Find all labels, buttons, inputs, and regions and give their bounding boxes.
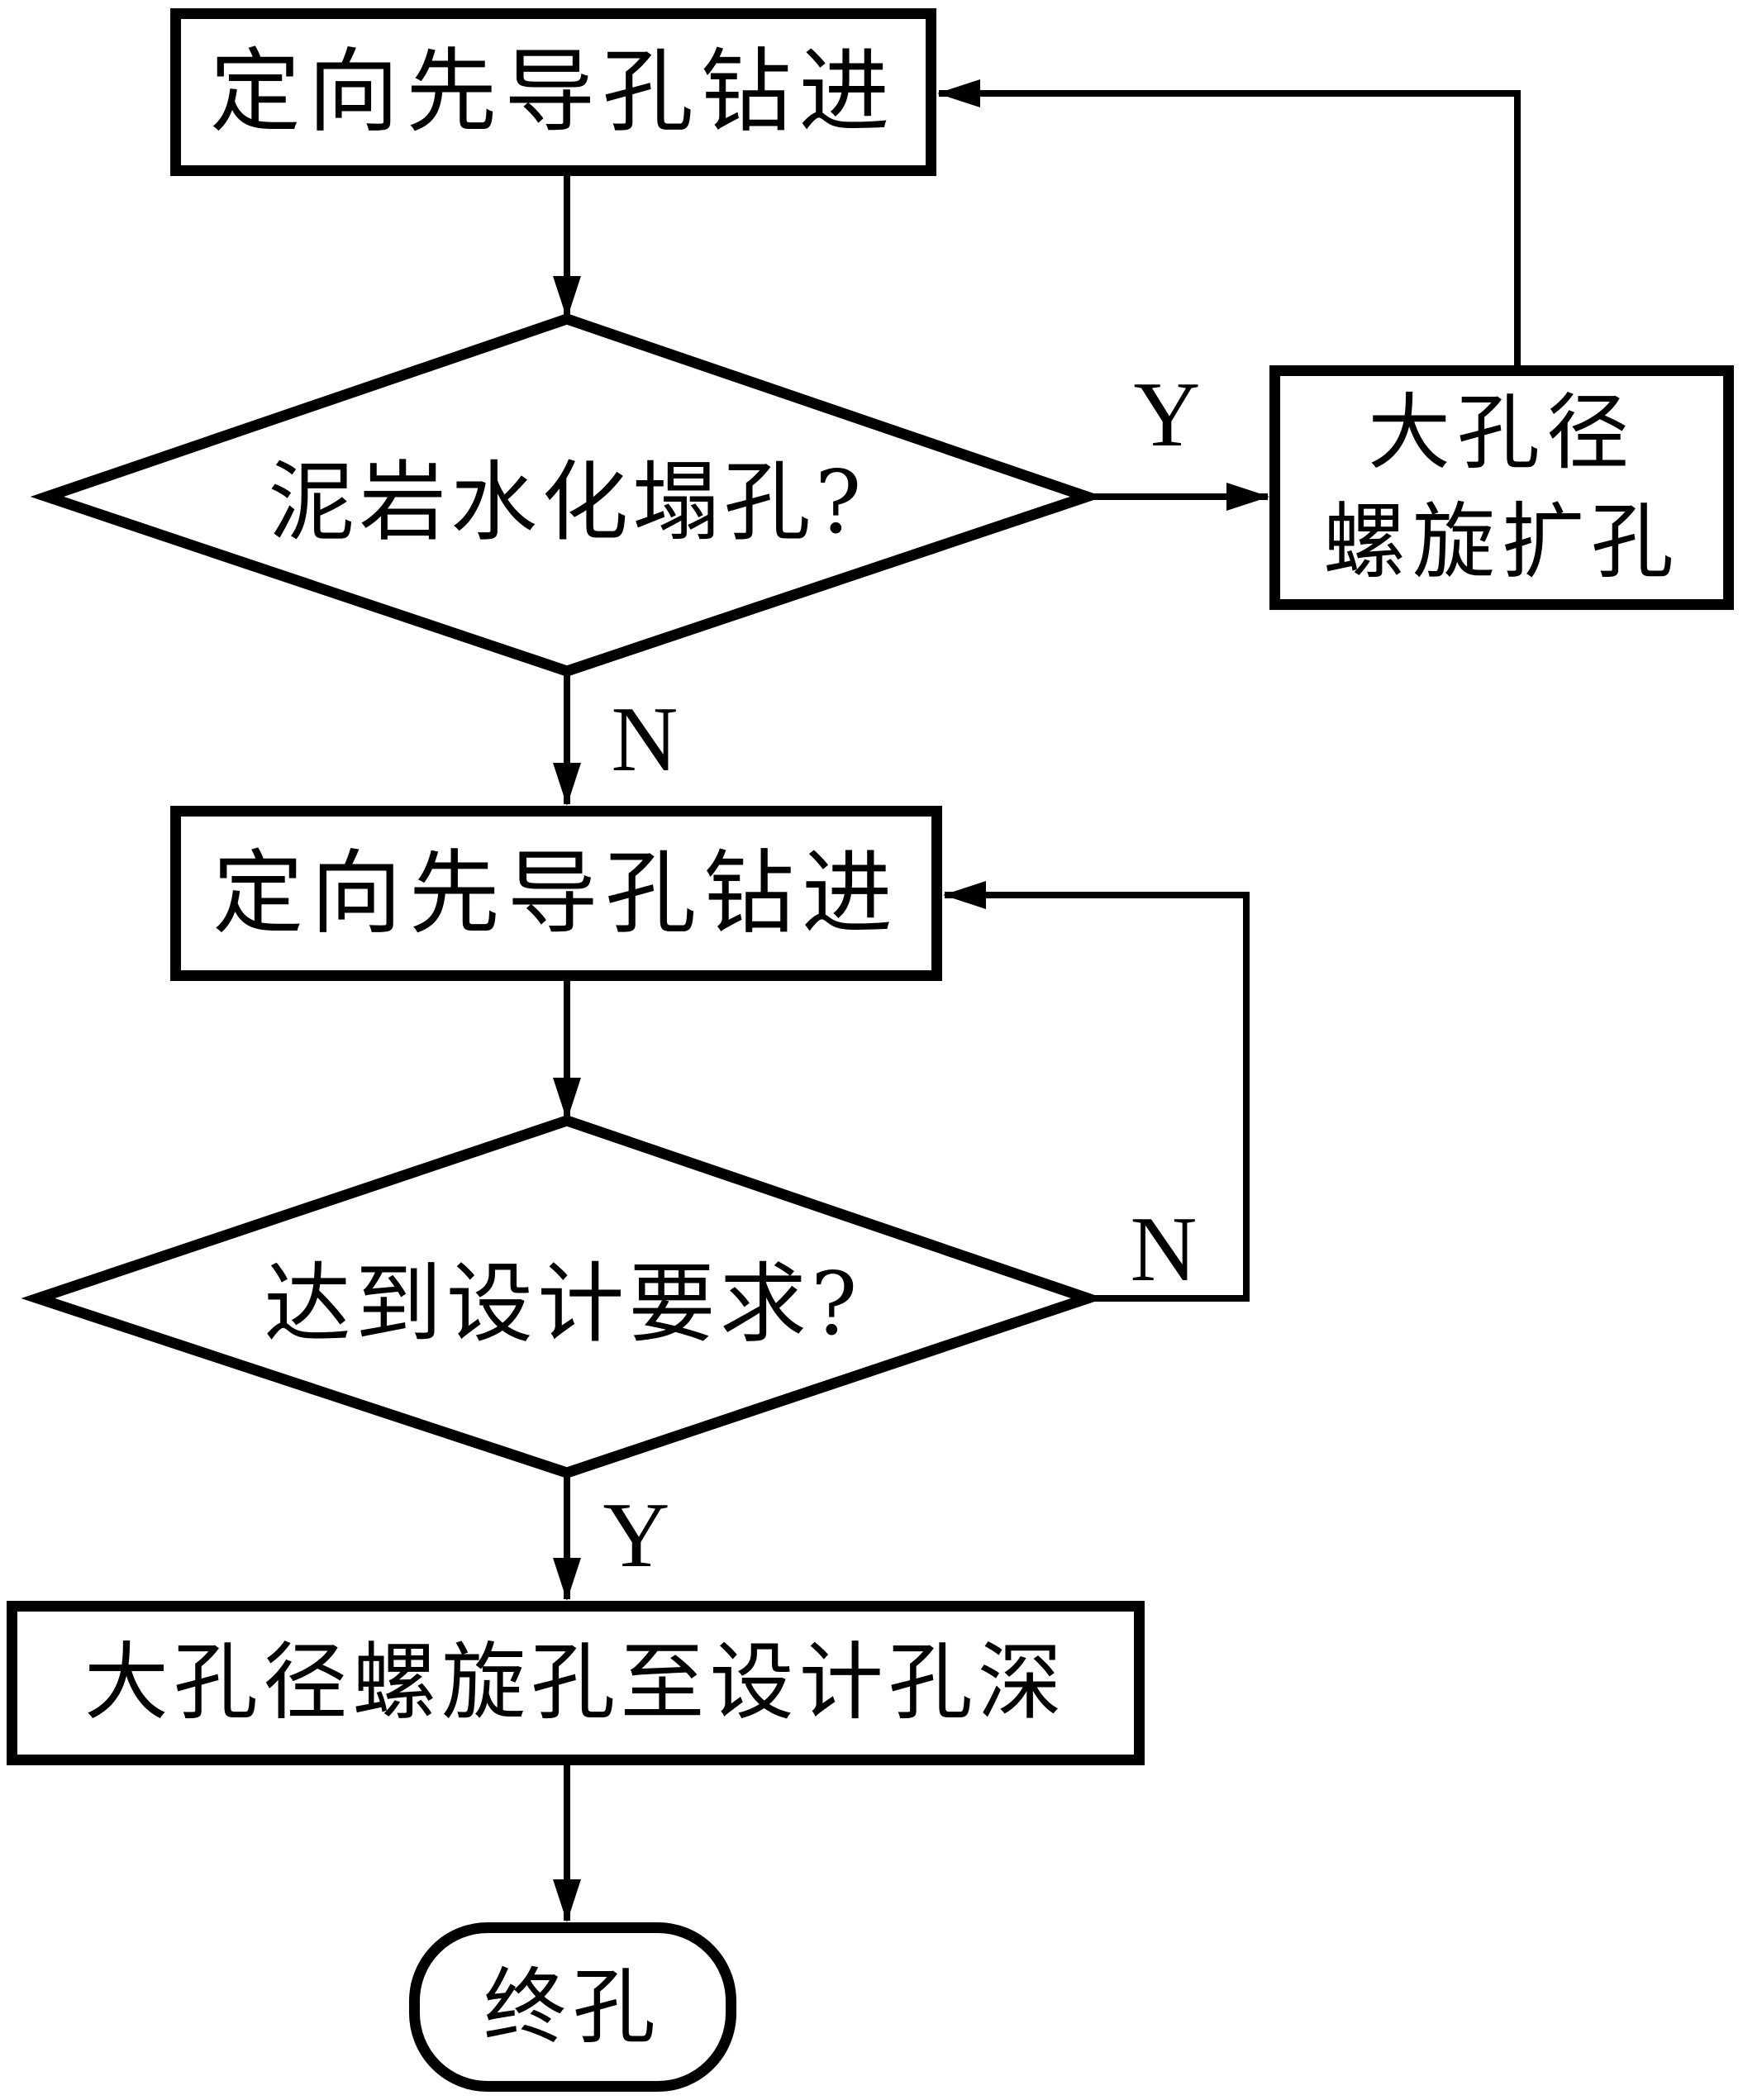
connector-design-no-feedback-to-pilot2	[943, 881, 1250, 1302]
process-box-pilot-drilling-2: 定向先导孔钻进	[170, 806, 942, 981]
process-box-spiral-to-design-depth-label: 大孔径螺旋孔至设计孔深	[83, 1633, 1068, 1732]
branch-label-design-no: N	[1130, 1198, 1198, 1301]
decision-mudstone-label: 泥岩水化塌孔?	[268, 452, 866, 553]
process-box-spiral-reaming-line1: 大孔径	[1368, 384, 1636, 481]
process-box-spiral-reaming-line2: 螺旋扩孔	[1323, 493, 1680, 590]
process-box-spiral-to-design-depth: 大孔径螺旋孔至设计孔深	[7, 1601, 1145, 1765]
process-box-pilot-drilling-1: 定向先导孔钻进	[170, 8, 936, 176]
branch-label-mudstone-yes: Y	[1133, 364, 1201, 466]
branch-label-design-yes: Y	[602, 1484, 670, 1587]
terminal-end-hole: 终孔	[409, 1922, 736, 2092]
branch-label-mudstone-no: N	[611, 688, 679, 791]
process-box-pilot-drilling-2-label: 定向先导孔钻进	[212, 840, 900, 946]
process-box-spiral-reaming: 大孔径 螺旋扩孔	[1269, 365, 1734, 610]
decision-design-label: 达到设计要求?	[264, 1254, 862, 1355]
process-box-pilot-drilling-1-label: 定向先导孔钻进	[209, 39, 898, 145]
connector-reaming-feedback-to-pilot1	[937, 79, 1521, 365]
terminal-end-hole-label: 终孔	[483, 1959, 662, 2055]
